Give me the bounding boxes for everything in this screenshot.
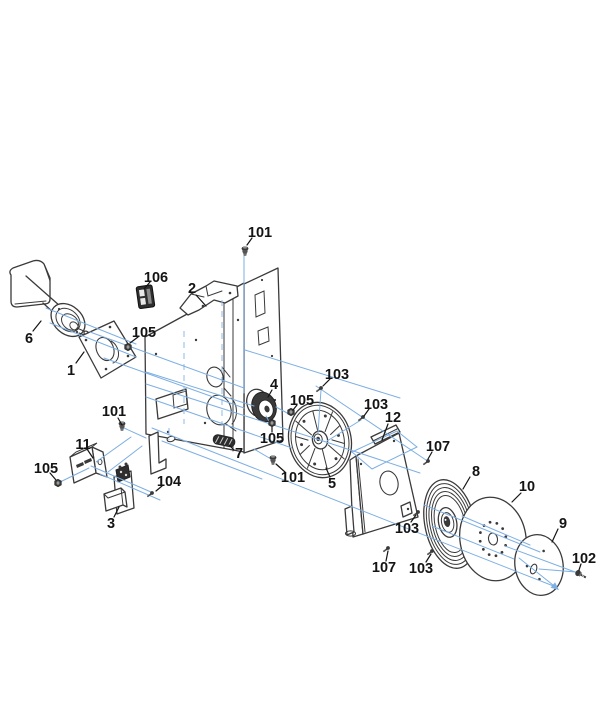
callout-label: 12	[385, 410, 401, 426]
callout-label: 105	[132, 325, 156, 341]
callout-leader-line	[113, 506, 120, 518]
callout-leader-line	[49, 472, 57, 481]
callout-label: 103	[409, 561, 433, 577]
callout-label: 2	[188, 281, 196, 297]
callout-leader-line	[75, 351, 85, 364]
callout-leader-line	[143, 281, 151, 290]
screw-102	[573, 567, 589, 582]
callout-label: 10	[519, 479, 535, 495]
callout-label: 106	[144, 270, 168, 286]
callout-label: 105	[34, 461, 58, 477]
callout-label: 3	[107, 516, 115, 532]
callout-label: 103	[395, 521, 419, 537]
callout-label: 6	[25, 331, 33, 347]
callout-label: 101	[102, 404, 126, 420]
callout-leader-line	[511, 492, 522, 503]
callout-leader-line	[578, 563, 582, 571]
callout-label: 105	[260, 431, 284, 447]
callout-leader-line	[322, 378, 331, 387]
part-6-motor	[9, 259, 92, 338]
callout-leader-line	[381, 423, 389, 441]
callout-leader-line	[325, 467, 331, 478]
callout-leader-line	[385, 550, 389, 562]
callout-label: 107	[372, 560, 396, 576]
alignment-arrowhead	[550, 582, 559, 590]
callout-leader-line	[292, 404, 298, 411]
screw-101	[269, 455, 277, 465]
screw-107	[382, 545, 391, 553]
callout-leader-line	[267, 389, 273, 398]
callout-label: 107	[426, 439, 450, 455]
part-7-spring	[212, 434, 236, 448]
callout-label: 101	[281, 470, 305, 486]
callout-label: 5	[328, 476, 336, 492]
callout-leader-line	[32, 320, 42, 332]
callout-leader-line	[246, 237, 253, 246]
callout-label: 103	[325, 367, 349, 383]
callout-label: 105	[290, 393, 314, 409]
callout-leader-line	[195, 294, 207, 307]
nut-105	[124, 342, 132, 352]
callout-leader-line	[425, 553, 432, 563]
callout-leader-line	[129, 336, 139, 344]
callout-leader-line	[155, 485, 163, 492]
callout-label: 7	[235, 446, 243, 462]
callout-leader-line	[86, 448, 94, 459]
part-3-bracket	[103, 462, 135, 515]
part-4-small-pulley	[246, 388, 277, 423]
callout-label: 104	[157, 474, 181, 490]
callout-leader-line	[275, 463, 286, 473]
callout-label: 4	[270, 377, 278, 393]
screw-101	[241, 246, 249, 256]
screw-107	[422, 458, 431, 466]
callout-leader-line	[117, 417, 123, 426]
callout-label: 103	[364, 397, 388, 413]
nut-105	[268, 418, 276, 428]
part-9-slotted-disc	[514, 534, 564, 596]
callout-label: 8	[472, 464, 480, 480]
callout-label: 101	[248, 225, 272, 241]
callout-leader-line	[363, 408, 370, 417]
callout-leader-line	[228, 444, 235, 451]
callout-leader-line	[427, 451, 433, 460]
callout-label: 1	[67, 363, 75, 379]
part-10-perforated-disc	[459, 496, 527, 582]
callout-label: 11	[75, 437, 90, 453]
callout-leader-line	[462, 476, 471, 490]
callout-label: 102	[572, 551, 596, 567]
callout-leader-line	[551, 528, 559, 543]
alignment-lines	[45, 255, 577, 590]
screw-101	[118, 421, 126, 431]
part-106-connector	[135, 284, 156, 310]
callout-leader-line	[410, 514, 417, 523]
callout-label: 9	[559, 516, 567, 532]
